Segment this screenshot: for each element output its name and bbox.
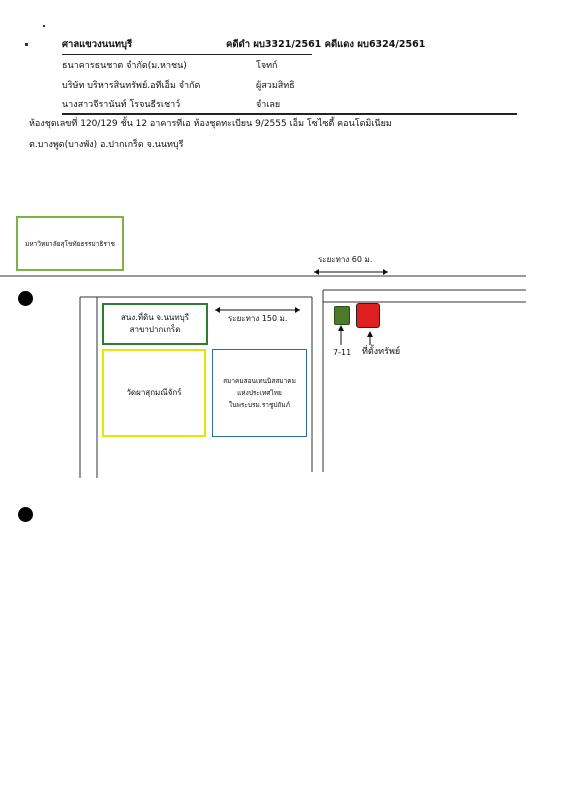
association-label-3: ในพระบรม.ราชูปถัมภ์ [228,401,291,409]
party-defendant: นางสาวจีรานันท์ โรจนธีรเชาว์ [62,100,181,110]
marker-dot-upper [18,291,33,306]
land-office-label-2: สาขาปากเกร็ด [129,325,181,334]
party-defendant-role: จำเลย [256,100,281,110]
distance-150-label: ระยะทาง 150 ม. [228,314,288,323]
university-label: มหาวิทยาลัยสุโขทัยธรรมาธิราช [25,239,115,248]
association-label-2: แห่งประเทศไทย [237,389,282,397]
land-office-box: สนง.ที่ดิน จ.นนทบุรี สาขาปากเกร็ด [102,303,208,345]
party-plaintiff: ธนาคารธนชาต จำกัด(ม.หาชน) [62,61,187,71]
property-marker [356,303,380,328]
marker-dot-lower [18,507,33,522]
header-bullet [25,43,28,46]
association-box: สมาคมสอนเทนนิสสมาคม แห่งประเทศไทย ในพระบ… [212,349,307,437]
land-office-label-1: สนง.ที่ดิน จ.นนทบุรี [120,313,190,322]
defendant-rule [62,113,517,115]
header-rule [62,54,312,55]
seven-eleven-label: 7-11 [333,348,352,357]
association-label-1: สมาคมสอนเทนนิสสมาคม [223,377,296,385]
temple-box: วัดผาสุกมณีจักร์ [102,349,206,437]
address-line-2: ต.บางพูด(บางพัง) อ.ปากเกร็ด จ.นนทบุรี [29,140,184,150]
court-name: ศาลแขวงนนทบุรี [62,39,133,50]
distance-60-label: ระยะทาง 60 ม. [318,255,373,264]
address-line-1: ห้องชุดเลขที่ 120/129 ชั้น 12 อาคารทีเอ … [29,119,392,129]
case-numbers: คดีดำ ผบ3321/2561 คดีแดง ผบ6324/2561 [226,39,426,50]
temple-label: วัดผาสุกมณีจักร์ [126,388,182,397]
party-substitute: บริษัท บริหารสินทรัพย์.อทีเอ็ม จำกัด [62,81,201,91]
top-mark [43,25,45,27]
seven-eleven-marker [334,306,350,325]
party-plaintiff-role: โจทก์ [256,61,278,71]
party-substitute-role: ผู้สวมสิทธิ [256,81,295,91]
property-label: ที่ตั้งทรัพย์ [362,347,401,357]
university-box: มหาวิทยาลัยสุโขทัยธรรมาธิราช [16,216,124,271]
